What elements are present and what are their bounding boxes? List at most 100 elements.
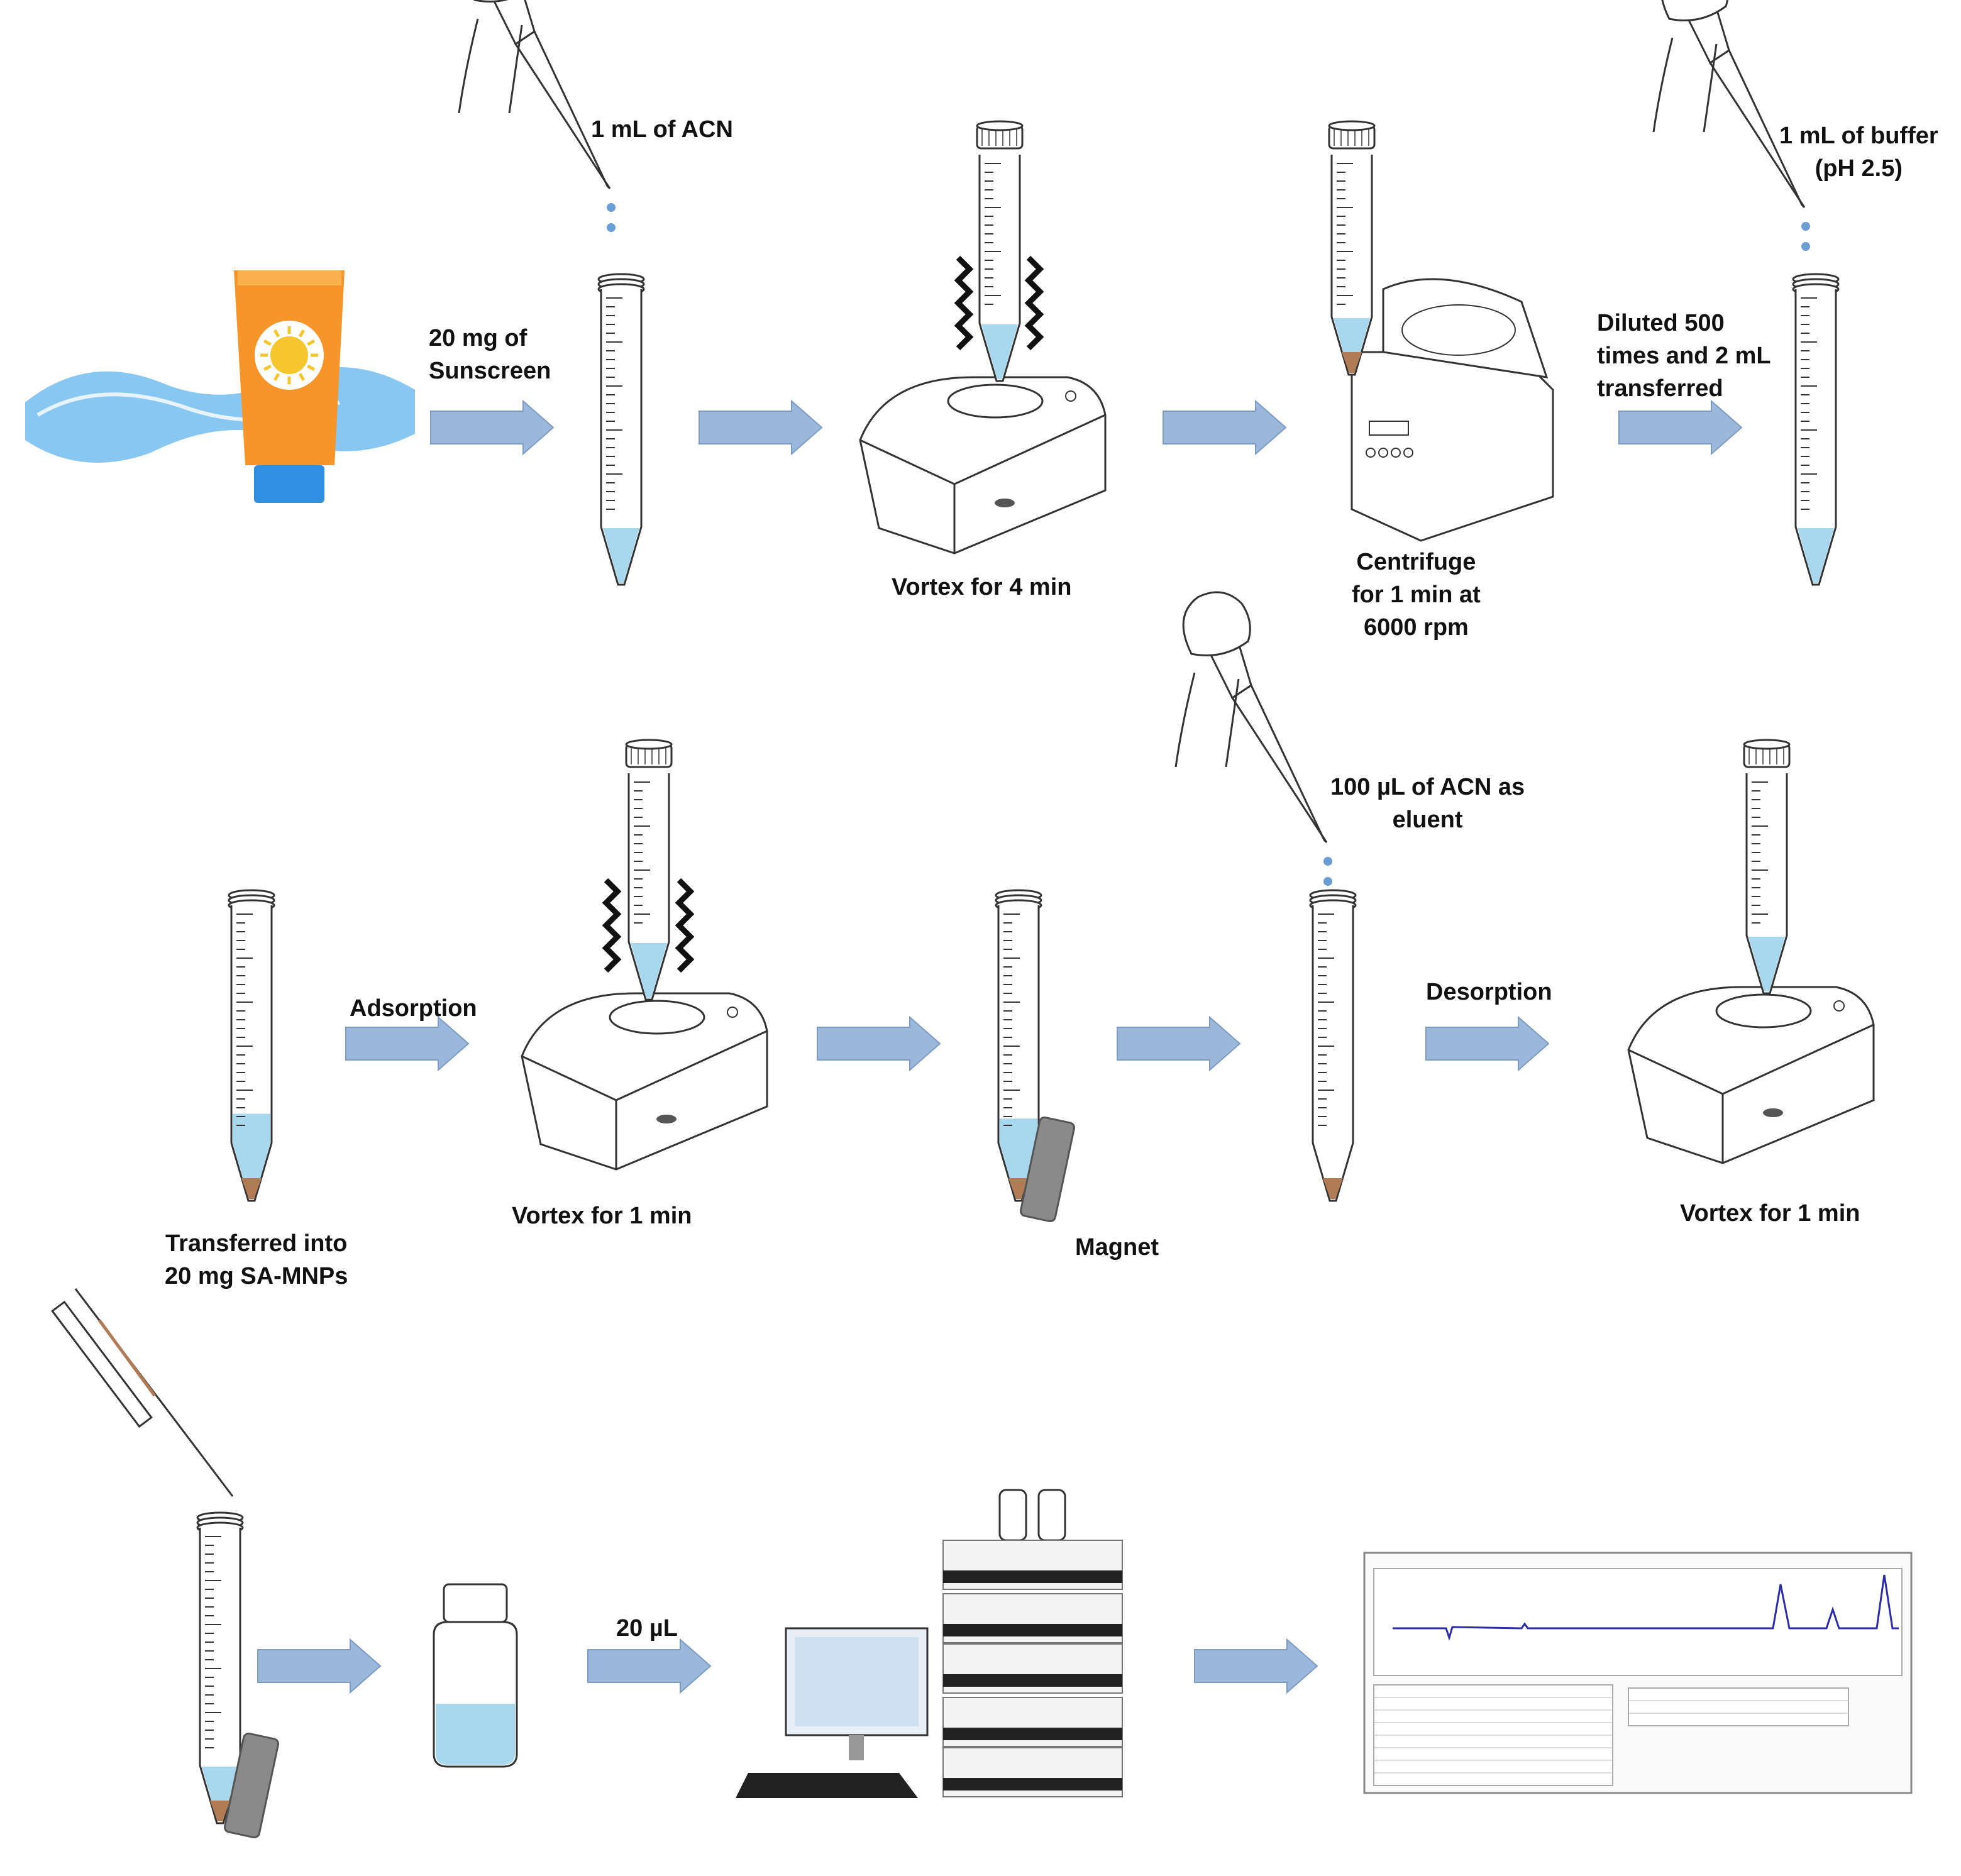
tube-sediment — [241, 1178, 262, 1199]
tube-liquid — [1748, 937, 1785, 991]
pipette-shaft — [514, 30, 611, 190]
monitor-screen — [795, 1637, 919, 1726]
centrifuge-button — [1366, 448, 1376, 458]
hplc-system-icon — [736, 1489, 1123, 1798]
mixer-cup — [1715, 993, 1812, 1029]
pipette-handle — [492, 0, 536, 46]
tube-mnps-icon — [228, 889, 275, 1202]
tube-centrifuge-icon — [1328, 120, 1376, 376]
centrifuge-body — [1351, 351, 1554, 542]
tube-diluted-icon — [1792, 273, 1840, 586]
label-centrifuge: Centrifuge for 1 min at 6000 rpm — [1352, 546, 1481, 644]
wrist-line — [508, 25, 523, 114]
label-line: 1 mL of buffer — [1779, 123, 1938, 149]
label-line: for 1 min at — [1352, 582, 1481, 608]
tube-body — [199, 1528, 241, 1824]
arrow-shape — [699, 399, 823, 456]
centrifuge-button — [1378, 448, 1388, 458]
bottle-crimp — [238, 270, 341, 285]
tube-liquid — [1798, 528, 1834, 583]
arrow-shape — [1117, 1015, 1241, 1072]
mixer-logo — [995, 499, 1015, 507]
arrow-icon — [699, 399, 823, 456]
arrow-shape — [430, 399, 555, 456]
arrow-icon — [1163, 399, 1287, 456]
sun-ray — [273, 373, 280, 382]
monitor-stand — [849, 1735, 864, 1760]
vibration-icon — [675, 878, 695, 973]
wrist-line — [1652, 37, 1674, 133]
cap-top — [976, 120, 1024, 131]
tube-final-icon — [196, 1511, 244, 1824]
tube-sediment — [1323, 1178, 1343, 1199]
tube-desorption-icon — [1743, 739, 1791, 995]
tube-liquid — [1334, 318, 1370, 373]
tube-body — [1312, 905, 1354, 1202]
arrow-shape — [1163, 399, 1287, 456]
label-line: times and 2 mL — [1597, 343, 1771, 369]
arrow-icon — [257, 1638, 382, 1694]
arrow-shape — [587, 1638, 712, 1694]
pipette-shaft — [1230, 683, 1328, 844]
label-desorption: Desorption — [1426, 979, 1552, 1005]
arrow-shape — [257, 1638, 382, 1694]
arrow-icon — [1618, 399, 1743, 456]
chromatogram-trace — [1393, 1574, 1899, 1642]
pipette-buffer-icon — [1652, 0, 1810, 251]
chromatogram-window-icon — [1363, 1552, 1913, 1794]
vortex-mixer-4min-icon — [859, 376, 1107, 555]
droplet — [1801, 222, 1810, 231]
centrifuge-rotor — [1401, 304, 1516, 356]
label-line: 100 µL of ACN as — [1330, 774, 1525, 800]
label-line: Centrifuge — [1356, 549, 1476, 575]
label-magnet: Magnet — [1075, 1234, 1159, 1261]
vibration-icon — [954, 255, 974, 351]
droplet — [1323, 877, 1332, 886]
tube-body — [600, 289, 643, 586]
hplc-module-band — [943, 1570, 1122, 1583]
cap-top — [625, 739, 673, 750]
tube-sunscreen-icon — [597, 273, 645, 586]
wrist-line — [458, 18, 479, 114]
arrow-icon — [817, 1015, 941, 1072]
arrow-icon — [1425, 1015, 1550, 1072]
vibration-icon — [1024, 255, 1044, 351]
vibration-zigzag — [675, 878, 695, 973]
mixer-logo — [656, 1115, 677, 1123]
droplet — [607, 203, 616, 212]
sunscreen-bottle-icon — [25, 270, 415, 503]
tube-liquid — [603, 528, 639, 583]
arrow-icon — [587, 1638, 712, 1694]
sun-face — [270, 336, 308, 374]
magnet-icon — [223, 1732, 280, 1839]
arrow-shape — [345, 1015, 470, 1072]
centrifuge-button — [1403, 448, 1413, 458]
droplet — [607, 223, 616, 232]
sun-ray — [307, 339, 316, 346]
sun-ray — [298, 373, 306, 382]
tube-sediment — [1008, 1178, 1029, 1199]
tube-liquid — [233, 1113, 270, 1199]
tube-sediment — [210, 1801, 230, 1821]
label-buffer: 1 mL of buffer (pH 2.5) — [1779, 119, 1938, 185]
mixer-knob — [1833, 1000, 1845, 1012]
sun-ray — [307, 364, 316, 372]
tube-sediment — [1342, 352, 1362, 373]
centrifuge-display — [1369, 421, 1409, 436]
mixer-body — [1627, 986, 1875, 1164]
label-line: 20 mg SA-MNPs — [165, 1263, 348, 1289]
hand-fist — [1661, 0, 1728, 21]
label-line: 6000 rpm — [1363, 614, 1469, 641]
arrow-shape — [1618, 399, 1743, 456]
hplc-module-band — [943, 1674, 1122, 1687]
tube-body — [1794, 289, 1837, 586]
sun-ray — [298, 329, 306, 338]
solvent-bottle — [1037, 1489, 1066, 1542]
label-transfer-mnps: Transferred into 20 mg SA-MNPs — [165, 1227, 348, 1293]
hplc-module-band — [943, 1778, 1122, 1790]
label-line: Sunscreen — [429, 358, 551, 384]
label-sunscreen-amount: 20 mg of Sunscreen — [429, 322, 551, 387]
label-dilution: Diluted 500 times and 2 mL transferred — [1597, 307, 1771, 405]
arrow-icon — [430, 399, 555, 456]
